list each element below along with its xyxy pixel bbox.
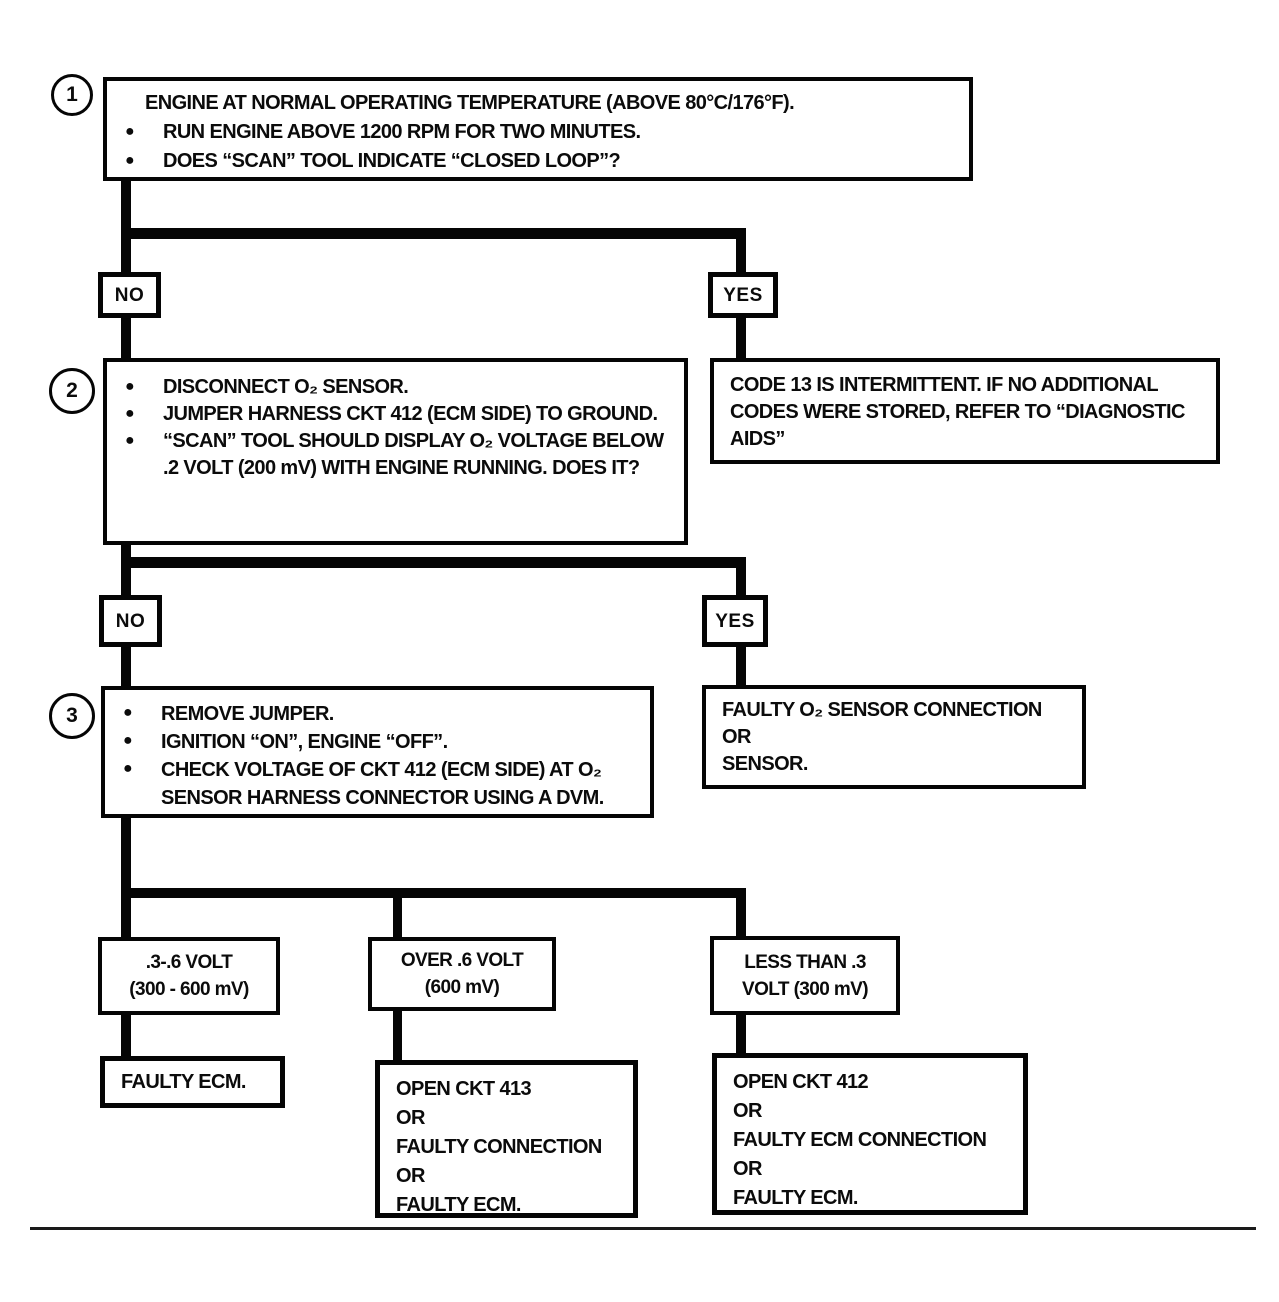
branch2-no-label: NO bbox=[99, 595, 162, 647]
step-number-label: 3 bbox=[66, 704, 78, 727]
step-number-label: 2 bbox=[66, 379, 78, 402]
step-text: DOES “SCAN” TOOL INDICATE “CLOSED LOOP”? bbox=[163, 150, 621, 172]
connector-v-branch3-under bbox=[736, 888, 746, 936]
no-label-text: NO bbox=[114, 284, 145, 306]
step-text: IGNITION “ON”, ENGINE “OFF”. bbox=[161, 731, 448, 753]
bullet-icon: ● bbox=[125, 405, 135, 422]
connector-v-step3-to-branch3 bbox=[121, 818, 131, 937]
result-text: FAULTY CONNECTION bbox=[396, 1136, 602, 1158]
voltage-under-box: LESS THAN .3 VOLT (300 mV) bbox=[710, 936, 900, 1015]
branch1-yes-label: YES bbox=[708, 272, 778, 318]
step-line: ● DOES “SCAN” TOOL INDICATE “CLOSED LOOP… bbox=[121, 147, 955, 176]
result-open-ckt-413-box: OPEN CKT 413 OR FAULTY CONNECTION OR FAU… bbox=[375, 1060, 638, 1218]
step-2-number: 2 bbox=[49, 368, 95, 414]
result-text: OR bbox=[733, 1100, 762, 1122]
bottom-divider bbox=[30, 1227, 1256, 1230]
voltage-text: VOLT (300 mV) bbox=[742, 978, 869, 1000]
step-text: RUN ENGINE ABOVE 1200 RPM FOR TWO MINUTE… bbox=[163, 121, 641, 143]
result-faulty-ecm-box: FAULTY ECM. bbox=[100, 1056, 285, 1108]
result-text: OR bbox=[396, 1165, 425, 1187]
voltage-mid-box: .3-.6 VOLT (300 - 600 mV) bbox=[98, 937, 280, 1015]
voltage-text: OVER .6 VOLT bbox=[400, 950, 524, 971]
outcome-faulty-o2-box: FAULTY O₂ SENSOR CONNECTION OR SENSOR. bbox=[702, 685, 1086, 789]
connector-v-step1-to-branch1 bbox=[121, 181, 131, 272]
result-text: FAULTY ECM CONNECTION bbox=[733, 1129, 987, 1151]
branch1-no-label: NO bbox=[98, 272, 161, 318]
voltage-text: (300 - 600 mV) bbox=[129, 979, 249, 1000]
connector-v-mid-to-result bbox=[121, 1015, 131, 1056]
result-text: FAULTY ECM. bbox=[396, 1194, 521, 1216]
connector-v-over-to-result bbox=[393, 1011, 402, 1060]
connector-h-branch2 bbox=[121, 557, 746, 568]
step-text: CHECK VOLTAGE OF CKT 412 (ECM SIDE) AT O… bbox=[161, 759, 604, 809]
connector-h-branch1 bbox=[121, 228, 746, 239]
step-line: ● DISCONNECT O₂ SENSOR. bbox=[121, 374, 670, 401]
outcome-text: OR bbox=[722, 726, 751, 748]
bullet-icon: ● bbox=[125, 123, 135, 140]
step-line: ● JUMPER HARNESS CKT 412 (ECM SIDE) TO G… bbox=[121, 401, 670, 428]
voltage-over-box: OVER .6 VOLT (600 mV) bbox=[368, 937, 556, 1011]
connector-v-branch2-yes bbox=[736, 557, 746, 595]
result-text: FAULTY ECM. bbox=[733, 1187, 858, 1209]
result-text: FAULTY ECM. bbox=[121, 1071, 246, 1093]
outcome-text: FAULTY O₂ SENSOR CONNECTION bbox=[722, 699, 1042, 721]
outcome-text: SENSOR. bbox=[722, 753, 808, 775]
step-text: REMOVE JUMPER. bbox=[161, 703, 334, 725]
step-3-box: ● REMOVE JUMPER. ● IGNITION “ON”, ENGINE… bbox=[101, 686, 654, 818]
connector-h-branch3 bbox=[121, 888, 746, 898]
step-text: JUMPER HARNESS CKT 412 (ECM SIDE) TO GRO… bbox=[163, 403, 658, 425]
step-line: ● IGNITION “ON”, ENGINE “OFF”. bbox=[119, 728, 636, 756]
connector-v-branch1-yes bbox=[736, 228, 746, 273]
step-text: ENGINE AT NORMAL OPERATING TEMPERATURE (… bbox=[145, 92, 795, 114]
step-text: “SCAN” TOOL SHOULD DISPLAY O₂ VOLTAGE BE… bbox=[163, 430, 664, 479]
result-text: OPEN CKT 413 bbox=[396, 1078, 532, 1100]
step-line: ● CHECK VOLTAGE OF CKT 412 (ECM SIDE) AT… bbox=[119, 756, 636, 812]
yes-label-text: YES bbox=[723, 284, 763, 306]
voltage-text: LESS THAN .3 bbox=[744, 951, 866, 973]
connector-v-no1-to-step2 bbox=[121, 318, 131, 358]
bullet-icon: ● bbox=[125, 152, 135, 169]
outcome-text: CODE 13 IS INTERMITTENT. IF NO ADDITIONA… bbox=[730, 374, 1185, 450]
connector-v-no2-to-step3 bbox=[121, 647, 131, 686]
no-label-text: NO bbox=[115, 610, 146, 632]
voltage-text: .3-.6 VOLT bbox=[145, 952, 233, 973]
step-1-box: ENGINE AT NORMAL OPERATING TEMPERATURE (… bbox=[103, 77, 973, 181]
connector-v-branch3-mid bbox=[393, 888, 402, 937]
step-text: DISCONNECT O₂ SENSOR. bbox=[163, 376, 409, 398]
step-line: ● RUN ENGINE ABOVE 1200 RPM FOR TWO MINU… bbox=[121, 118, 955, 147]
bullet-icon: ● bbox=[125, 378, 135, 395]
step-3-number: 3 bbox=[49, 693, 95, 739]
result-open-ckt-412-box: OPEN CKT 412 OR FAULTY ECM CONNECTION OR… bbox=[712, 1053, 1028, 1215]
yes-label-text: YES bbox=[715, 610, 755, 632]
branch2-yes-label: YES bbox=[702, 595, 768, 647]
step-number-label: 1 bbox=[66, 83, 78, 106]
step-line: ● “SCAN” TOOL SHOULD DISPLAY O₂ VOLTAGE … bbox=[121, 428, 670, 482]
step-line: ENGINE AT NORMAL OPERATING TEMPERATURE (… bbox=[121, 89, 955, 118]
result-text: OR bbox=[396, 1107, 425, 1129]
step-1-number: 1 bbox=[51, 74, 93, 116]
bullet-icon: ● bbox=[123, 732, 133, 749]
step-2-box: ● DISCONNECT O₂ SENSOR. ● JUMPER HARNESS… bbox=[103, 358, 688, 545]
result-text: OR bbox=[733, 1158, 762, 1180]
connector-v-under-to-result bbox=[736, 1015, 746, 1053]
result-text: OPEN CKT 412 bbox=[733, 1071, 869, 1093]
voltage-text: (600 mV) bbox=[424, 977, 500, 998]
outcome-code13-box: CODE 13 IS INTERMITTENT. IF NO ADDITIONA… bbox=[710, 358, 1220, 464]
bullet-icon: ● bbox=[123, 760, 133, 777]
connector-v-yes2-to-faulty-o2 bbox=[736, 647, 746, 685]
bullet-icon: ● bbox=[123, 704, 133, 721]
connector-v-step2-to-branch2 bbox=[121, 545, 131, 595]
bullet-icon: ● bbox=[125, 432, 135, 449]
step-line: ● REMOVE JUMPER. bbox=[119, 700, 636, 728]
connector-v-yes1-to-code13 bbox=[736, 318, 746, 358]
